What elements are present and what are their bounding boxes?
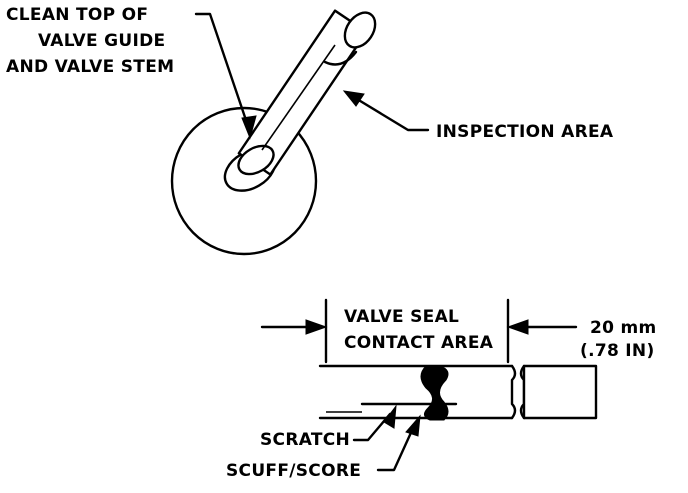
inspection-area-leader: [342, 90, 430, 132]
clean-top-leader: [194, 12, 257, 140]
valve-stem-side: [318, 364, 598, 420]
clean-top-arrowhead: [241, 115, 257, 140]
valve-assembly-top: [170, 9, 377, 256]
scuff-score-leader: [376, 414, 421, 472]
stem-inspection-band: [323, 50, 358, 66]
label-clean-top-line3: AND VALVE STEM: [6, 57, 174, 77]
label-scuff-score: SCUFF/SCORE: [226, 461, 361, 481]
label-contact-area: CONTACT AREA: [344, 333, 494, 353]
label-clean-top-line2: VALVE GUIDE: [38, 31, 165, 51]
stem-inner-line: [261, 44, 336, 151]
scuff-score-arrowhead: [405, 414, 421, 437]
dimension-arrow-left: [260, 319, 328, 335]
label-valve-seal: VALVE SEAL: [344, 307, 459, 327]
valve-stem-top: [343, 11, 377, 49]
label-inspection-area: INSPECTION AREA: [436, 122, 614, 142]
inspection-area-arrowhead: [342, 90, 365, 107]
scratch-leader: [352, 404, 397, 442]
contact-area-box: [324, 298, 510, 364]
valve-guide-collar-inner: [237, 144, 275, 176]
scuff-score-mark: [420, 365, 449, 421]
dimension-arrow-right: [506, 319, 578, 335]
label-dimension-in: (.78 IN): [580, 341, 655, 361]
label-scratch: SCRATCH: [260, 430, 350, 450]
label-clean-top-line1: CLEAN TOP OF: [6, 5, 148, 25]
scratch-arrowhead: [383, 404, 397, 429]
label-dimension-mm: 20 mm: [590, 318, 657, 338]
